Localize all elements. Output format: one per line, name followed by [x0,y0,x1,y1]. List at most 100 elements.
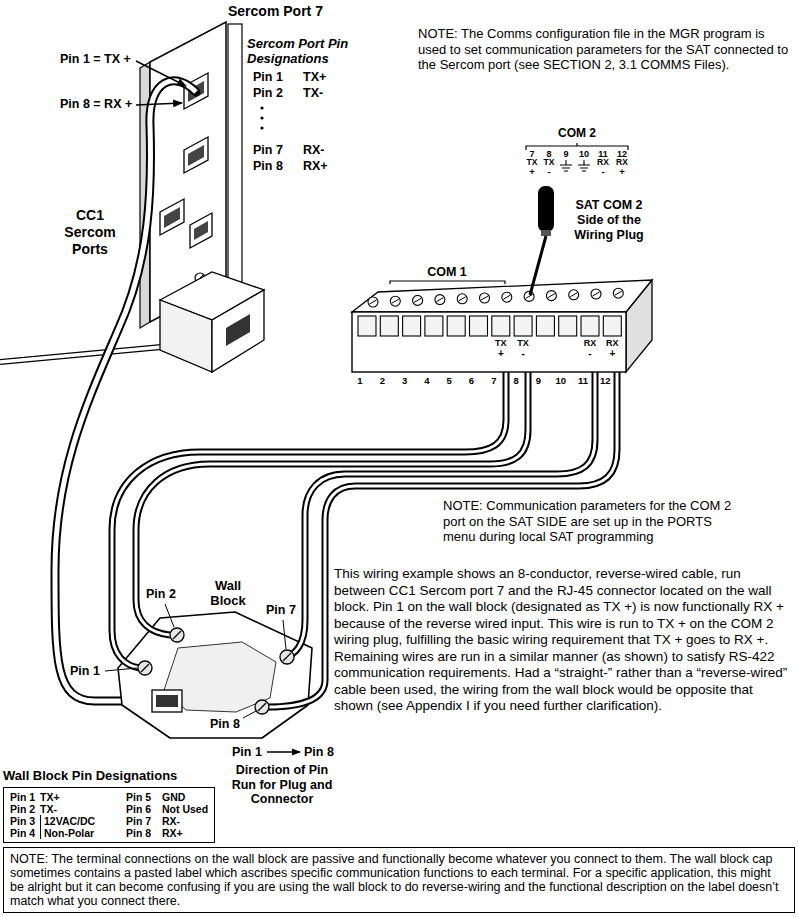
signal-name: RX [604,338,620,348]
screw-head [413,295,423,305]
terminal-screw [170,628,184,642]
terminal-screw [613,288,623,298]
signal-name: TX [493,338,509,348]
table-cell: TX+ [40,791,126,803]
note-text: NOTE: The Comms configuration file in th… [418,26,790,73]
screw-slot [570,293,577,297]
terminal-number: 6 [464,376,480,387]
pin-label: Pin 7 [253,143,283,157]
terminal-screw [413,295,423,305]
terminal-cell [470,316,488,336]
port-name: COM 2 [547,127,607,141]
screw-slot [141,664,149,672]
screw-head [390,296,400,306]
ground-symbol [560,160,572,171]
rj45-contacts [156,695,178,707]
screw-slot [459,297,466,301]
signal-name: RX+ [303,159,328,173]
pin-arrow [136,103,182,105]
port-name: COM 1 [417,265,477,279]
table-border: Pin 1TX+Pin 5GNDPin 2TX-Pin 6Not UsedPin… [3,787,215,843]
table-cell: Pin 5 [126,791,162,803]
leader-line [243,711,256,718]
screw-slot [593,292,600,296]
rj45-connector [152,690,182,712]
surface-box-side [212,290,264,372]
signal-name: RX- [303,143,325,157]
terminal-screw [569,290,579,300]
sercom-jack [184,137,208,173]
leader-line [105,668,137,671]
terminal-number: 10 [553,376,569,387]
screw-slot [370,300,377,304]
terminal-screw [390,296,400,306]
port-title: Sercom Port 7 [228,3,323,19]
rj45-opening [226,314,250,346]
terminal-number: 2 [374,376,390,387]
pin-label: Pin 8 [253,159,283,173]
polarity-mark: - [582,348,598,360]
terminal-number: 9 [558,149,574,159]
com1-bracket [390,281,505,284]
terminal-cell [358,316,376,336]
terminal-cell [603,316,621,336]
sercom-cable-core [55,81,196,701]
body-text: This wiring example shows an 8-conductor… [334,566,792,715]
polarity-mark: - [541,167,557,178]
terminal-cell [403,316,421,336]
screw-slot [436,298,443,302]
terminal-cell [492,316,510,336]
screw-slot [173,631,181,639]
table-cell: Pin 7 [126,815,162,827]
ground-symbol [578,160,590,171]
polarity-mark: + [524,167,540,178]
plug-terminals [358,288,623,336]
signal-name: RX [582,338,598,348]
incoming-cable [0,347,160,362]
terminal-screw [502,292,512,302]
screw-slot [258,703,266,711]
screwdriver-handle [538,186,554,232]
screw-head [569,290,579,300]
pin-label: Pin 1 [232,745,262,759]
pin-table: Wall Block Pin DesignationsPin 1TX+Pin 5… [3,768,215,843]
screw-head [546,291,556,301]
surface-box-front [160,300,212,372]
table-cell: 12VAC/DC Non-Polar [40,815,102,839]
pin-arrow [136,61,186,86]
pin-label: Pin 2 [253,86,283,100]
pin-callout: Pin 8 = RX + [60,97,132,111]
screw-head [368,297,378,307]
polarity-mark: + [614,167,630,178]
signal-name: TX- [303,86,323,100]
terminal-screw [138,661,152,675]
terminal-number: 9 [530,376,546,387]
terminal-number: 7 [486,376,502,387]
screw-head [502,292,512,302]
wall-edge [228,24,242,286]
table-cell: RX- [162,815,208,827]
terminal-cell [559,316,577,336]
terminal-screw [480,293,490,303]
polarity-mark: + [493,348,509,360]
screwdriver-ferrule [541,230,551,236]
terminal-screw [368,297,378,307]
terminal-cell [536,316,554,336]
terminal-number: 4 [419,376,435,387]
terminal-screw [457,294,467,304]
incoming-cable-core [0,347,160,362]
direction-arrow [267,751,300,752]
table-cell: Not Used [162,803,208,815]
pin-label: Pin 7 [266,603,296,617]
ellipsis-dot [260,106,263,109]
table-cell: RX+ [162,827,208,839]
note-text: NOTE: Communication parameters for the C… [443,498,743,545]
screw-slot [392,299,399,303]
terminal-cell [514,316,532,336]
sercom-jack [160,199,184,235]
table-cell: Pin 1 [10,791,40,803]
part-label: Wall Block [205,578,251,608]
screw-slot [283,653,291,661]
device-label: CC1 Sercom Ports [52,207,128,258]
